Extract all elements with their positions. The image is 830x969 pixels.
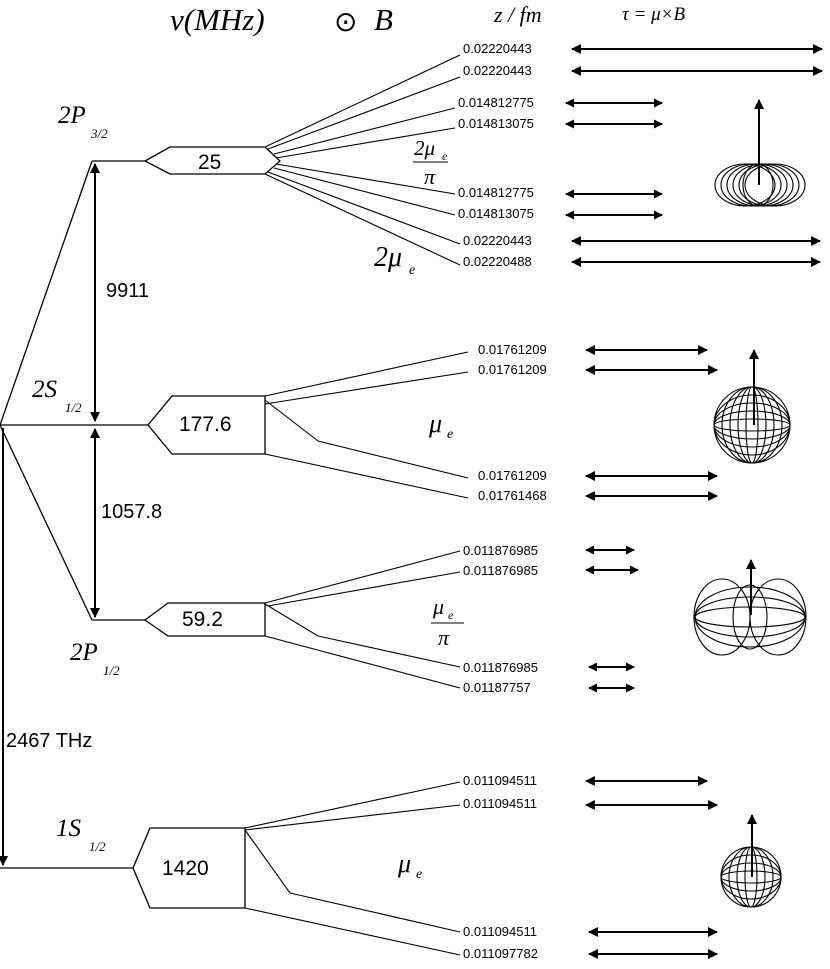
- z-values-1s12: 0.011094511 0.011094511 0.011094511 0.01…: [463, 773, 538, 961]
- sphere-moment-icon: [713, 349, 791, 464]
- svg-text:μ: μ: [397, 849, 411, 878]
- field-symbol: ⊙: [334, 6, 357, 37]
- z-values-2s12: 0.01761209 0.01761209 0.01761209 0.01761…: [478, 342, 547, 503]
- level-label-2s12: 2S 1/2: [32, 376, 82, 415]
- moment-label-2p32-fraction: 2μ e π: [413, 136, 448, 189]
- z-values-2p32: 0.02220443 0.02220443 0.014812775 0.0148…: [458, 41, 534, 269]
- z-values-2p12: 0.011876985 0.011876985 0.011876985 0.01…: [463, 543, 538, 695]
- svg-text:1S: 1S: [56, 815, 82, 842]
- moment-label-2p32-outer: 2μ e: [374, 242, 415, 278]
- torque-arrows-1s12: [585, 776, 718, 959]
- svg-text:μ: μ: [432, 594, 444, 619]
- svg-text:3/2: 3/2: [90, 126, 108, 141]
- splitting-value-2p12: 59.2: [182, 608, 223, 631]
- z-value: 0.02220443: [463, 233, 532, 248]
- hyperfine-1s12: [132, 781, 461, 956]
- torque-arrows-2p12: [585, 545, 639, 693]
- z-value: 0.011097782: [463, 946, 538, 961]
- torque-arrows-2s12: [585, 345, 718, 501]
- z-value: 0.02220443: [463, 41, 532, 56]
- z-value: 0.01761209: [478, 468, 547, 483]
- svg-text:2μ: 2μ: [414, 136, 435, 160]
- z-value: 0.014813075: [458, 116, 534, 131]
- svg-text:2P: 2P: [58, 102, 86, 129]
- gap-label-lyman: 2467 THz: [6, 730, 92, 752]
- svg-text:2P: 2P: [70, 639, 98, 666]
- level-label-1s12: 1S 1/2: [56, 815, 106, 854]
- gap-label-lamb: 1057.8: [101, 501, 162, 523]
- field-label: B: [374, 2, 393, 37]
- z-value: 0.011094511: [463, 773, 537, 788]
- svg-text:e: e: [442, 149, 448, 163]
- z-value: 0.01187757: [463, 680, 531, 695]
- hyperfine-2p12: [143, 550, 461, 689]
- z-value: 0.011094511: [463, 924, 537, 939]
- z-value: 0.02220488: [463, 254, 532, 269]
- splitting-value-1s12: 1420: [162, 857, 209, 880]
- level-structure-lines: [0, 160, 148, 869]
- splitting-value-2s12: 177.6: [179, 413, 232, 436]
- splitting-value-2p32: 25: [198, 151, 221, 174]
- svg-text:e: e: [416, 867, 422, 882]
- z-value: 0.011876985: [463, 563, 538, 578]
- hyperfine-2p32: [143, 54, 461, 266]
- z-value: 0.014812775: [458, 95, 534, 110]
- torque-label: τ = μ×B: [622, 4, 685, 25]
- z-value: 0.01761209: [478, 362, 547, 377]
- svg-text:e: e: [448, 608, 454, 622]
- svg-text:1/2: 1/2: [65, 400, 82, 415]
- z-value: 0.011876985: [463, 543, 538, 558]
- svg-text:π: π: [424, 164, 436, 189]
- z-value: 0.01761468: [478, 488, 547, 503]
- moment-label-2p12-fraction: μ e π: [431, 594, 464, 650]
- z-axis-label: z / fm: [493, 2, 542, 27]
- gap-label-fine: 9911: [106, 280, 149, 302]
- hyperfine-2s12: [147, 351, 469, 499]
- level-label-2p12: 2P 1/2: [70, 639, 120, 678]
- small-sphere-moment-icon: [720, 814, 782, 908]
- torus-moment-icon: [714, 99, 806, 207]
- svg-text:π: π: [438, 625, 450, 650]
- z-value: 0.011876985: [463, 660, 538, 675]
- svg-text:1/2: 1/2: [103, 663, 120, 678]
- level-label-2p32: 2P 3/2: [58, 102, 108, 141]
- moment-label-1s12: μ e: [397, 849, 422, 882]
- z-value: 0.014812775: [458, 185, 534, 200]
- z-value: 0.014813075: [458, 206, 534, 221]
- moment-label-2s12: μ e: [428, 409, 453, 442]
- svg-text:2μ: 2μ: [374, 242, 402, 273]
- svg-text:e: e: [447, 427, 453, 442]
- svg-text:e: e: [409, 263, 415, 278]
- z-value: 0.011094511: [463, 796, 537, 811]
- z-value: 0.01761209: [478, 342, 547, 357]
- svg-text:2S: 2S: [32, 376, 58, 403]
- dumbbell-moment-icon: [693, 559, 807, 656]
- svg-text:μ: μ: [428, 409, 442, 438]
- svg-text:1/2: 1/2: [89, 839, 106, 854]
- torque-arrows-2p32: [565, 44, 823, 267]
- frequency-label: ν(MHz): [170, 2, 265, 37]
- z-value: 0.02220443: [463, 63, 532, 78]
